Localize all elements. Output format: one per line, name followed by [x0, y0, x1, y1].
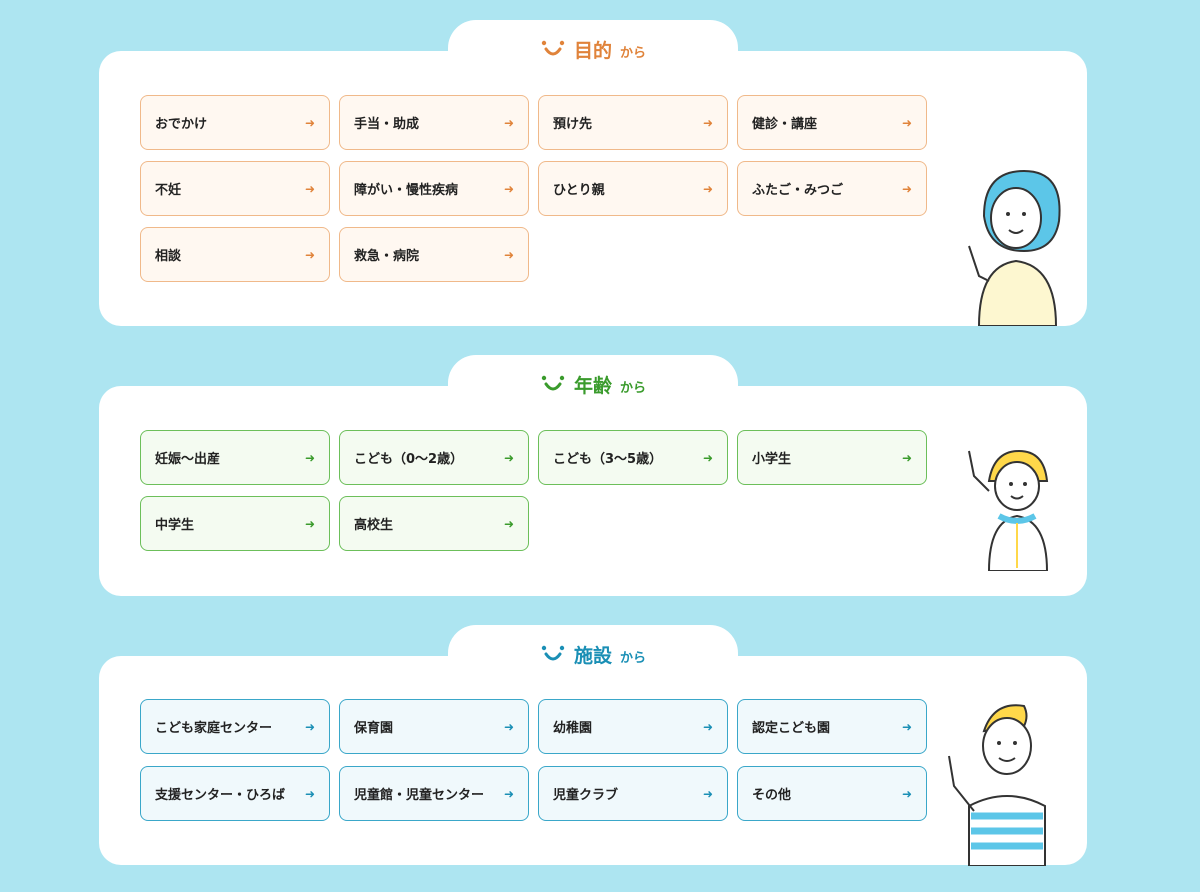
arrow-right-icon: ➜: [702, 450, 713, 465]
arrow-right-icon: ➜: [702, 181, 713, 196]
person-illustration: [959, 441, 1059, 575]
section-heading-tab: 施設 から: [448, 625, 738, 685]
section-title: 目的: [573, 39, 612, 62]
category-button[interactable]: 障がい・慢性疾病 ➜: [339, 161, 529, 216]
category-button[interactable]: その他 ➜: [737, 766, 927, 821]
arrow-right-icon: ➜: [503, 450, 514, 465]
arrow-right-icon: ➜: [304, 719, 315, 734]
arrow-right-icon: ➜: [702, 786, 713, 801]
section-title: 施設: [573, 644, 612, 667]
person-illustration: [939, 696, 1069, 870]
category-label: 高校生: [354, 518, 394, 533]
arrow-right-icon: ➜: [304, 786, 315, 801]
category-label: 不妊: [155, 183, 182, 198]
category-label: ひとり親: [553, 183, 605, 198]
category-label: その他: [752, 788, 792, 803]
arrow-right-icon: ➜: [901, 450, 912, 465]
category-button[interactable]: 児童クラブ ➜: [538, 766, 728, 821]
category-button[interactable]: おでかけ ➜: [140, 95, 330, 150]
category-button[interactable]: 妊娠〜出産 ➜: [140, 430, 330, 485]
section-heading-tab: 年齢 から: [448, 355, 738, 415]
arrow-right-icon: ➜: [503, 516, 514, 531]
category-button[interactable]: 認定こども園 ➜: [737, 699, 927, 754]
category-grid: こども家庭センター➜保育園➜幼稚園➜認定こども園➜支援センター・ひろば➜児童館・…: [140, 699, 927, 821]
smile-icon: [541, 375, 565, 391]
category-button[interactable]: 支援センター・ひろば ➜: [140, 766, 330, 821]
section-title-suffix: から: [620, 651, 647, 666]
category-button[interactable]: ひとり親 ➜: [538, 161, 728, 216]
category-button[interactable]: こども（3〜5歳） ➜: [538, 430, 728, 485]
category-label: 障がい・慢性疾病: [354, 183, 459, 198]
arrow-right-icon: ➜: [503, 181, 514, 196]
category-label: 支援センター・ひろば: [155, 788, 286, 803]
arrow-right-icon: ➜: [702, 719, 713, 734]
section-card: こども家庭センター➜保育園➜幼稚園➜認定こども園➜支援センター・ひろば➜児童館・…: [99, 656, 1087, 867]
section-title-suffix: から: [620, 381, 647, 396]
arrow-right-icon: ➜: [304, 181, 315, 196]
category-label: 児童館・児童センター: [354, 788, 485, 803]
category-button[interactable]: 相談 ➜: [140, 227, 330, 282]
arrow-right-icon: ➜: [503, 719, 514, 734]
category-button[interactable]: 高校生 ➜: [339, 496, 529, 551]
category-button[interactable]: 小学生 ➜: [737, 430, 927, 485]
smile-icon: [541, 645, 565, 661]
arrow-right-icon: ➜: [901, 115, 912, 130]
section-card: おでかけ➜手当・助成➜預け先➜健診・講座➜不妊➜障がい・慢性疾病➜ひとり親➜ふた…: [99, 51, 1087, 327]
category-button[interactable]: 保育園 ➜: [339, 699, 529, 754]
category-button[interactable]: 健診・講座 ➜: [737, 95, 927, 150]
category-button[interactable]: こども（0〜2歳） ➜: [339, 430, 529, 485]
category-label: こども家庭センター: [155, 721, 273, 736]
category-button[interactable]: 手当・助成 ➜: [339, 95, 529, 150]
section-2: 妊娠〜出産 ➜ こども（0〜2歳） ➜ こども（3〜5歳） ➜ 小学生 ➜ 中学生 ➜ 高校生 ➜ 年…: [99, 355, 1087, 596]
category-button[interactable]: 救急・病院 ➜: [339, 227, 529, 282]
category-label: 認定こども園: [752, 721, 831, 736]
section-card: 妊娠〜出産 ➜ こども（0〜2歳） ➜ こども（3〜5歳） ➜ 小学生 ➜ 中学生 ➜ 高校生 ➜: [99, 386, 1087, 596]
category-label: ふたご・みつご: [752, 183, 844, 198]
category-label: 中学生: [155, 518, 195, 533]
arrow-right-icon: ➜: [901, 719, 912, 734]
category-button[interactable]: 中学生 ➜: [140, 496, 330, 551]
person-illustration: [954, 156, 1074, 330]
category-label: 預け先: [553, 117, 593, 132]
category-label: 保育園: [354, 721, 394, 736]
category-button[interactable]: 不妊 ➜: [140, 161, 330, 216]
category-label: こども（0〜2歳）: [354, 452, 464, 467]
category-label: 健診・講座: [752, 117, 818, 132]
category-grid: 妊娠〜出産 ➜ こども（0〜2歳） ➜ こども（3〜5歳） ➜ 小学生 ➜ 中学生 ➜ 高校生 ➜: [140, 430, 927, 551]
category-label: おでかけ: [155, 117, 208, 132]
arrow-right-icon: ➜: [304, 247, 315, 262]
arrow-right-icon: ➜: [503, 247, 514, 262]
section-title: 年齢: [573, 374, 612, 397]
category-button[interactable]: 児童館・児童センター ➜: [339, 766, 529, 821]
arrow-right-icon: ➜: [304, 516, 315, 531]
arrow-right-icon: ➜: [702, 115, 713, 130]
category-button[interactable]: こども家庭センター ➜: [140, 699, 330, 754]
arrow-right-icon: ➜: [901, 786, 912, 801]
arrow-right-icon: ➜: [901, 181, 912, 196]
category-label: 幼稚園: [553, 721, 593, 736]
category-grid: おでかけ➜手当・助成➜預け先➜健診・講座➜不妊➜障がい・慢性疾病➜ひとり親➜ふた…: [140, 95, 927, 282]
section-1: おでかけ➜手当・助成➜預け先➜健診・講座➜不妊➜障がい・慢性疾病➜ひとり親➜ふた…: [99, 20, 1087, 327]
category-button[interactable]: ふたご・みつご ➜: [737, 161, 927, 216]
section-title-suffix: から: [620, 46, 647, 61]
section-heading-tab: 目的 から: [448, 20, 738, 80]
category-button[interactable]: 幼稚園 ➜: [538, 699, 728, 754]
smile-icon: [541, 40, 565, 56]
arrow-right-icon: ➜: [503, 786, 514, 801]
section-3: こども家庭センター➜保育園➜幼稚園➜認定こども園➜支援センター・ひろば➜児童館・…: [99, 625, 1087, 867]
category-label: 手当・助成: [354, 117, 420, 132]
category-label: 児童クラブ: [553, 788, 619, 803]
category-label: 小学生: [752, 452, 792, 467]
arrow-right-icon: ➜: [503, 115, 514, 130]
category-label: 相談: [155, 249, 182, 264]
category-label: 妊娠〜出産: [155, 452, 221, 467]
arrow-right-icon: ➜: [304, 450, 315, 465]
arrow-right-icon: ➜: [304, 115, 315, 130]
category-label: こども（3〜5歳）: [553, 452, 663, 467]
category-label: 救急・病院: [354, 249, 420, 264]
category-button[interactable]: 預け先 ➜: [538, 95, 728, 150]
